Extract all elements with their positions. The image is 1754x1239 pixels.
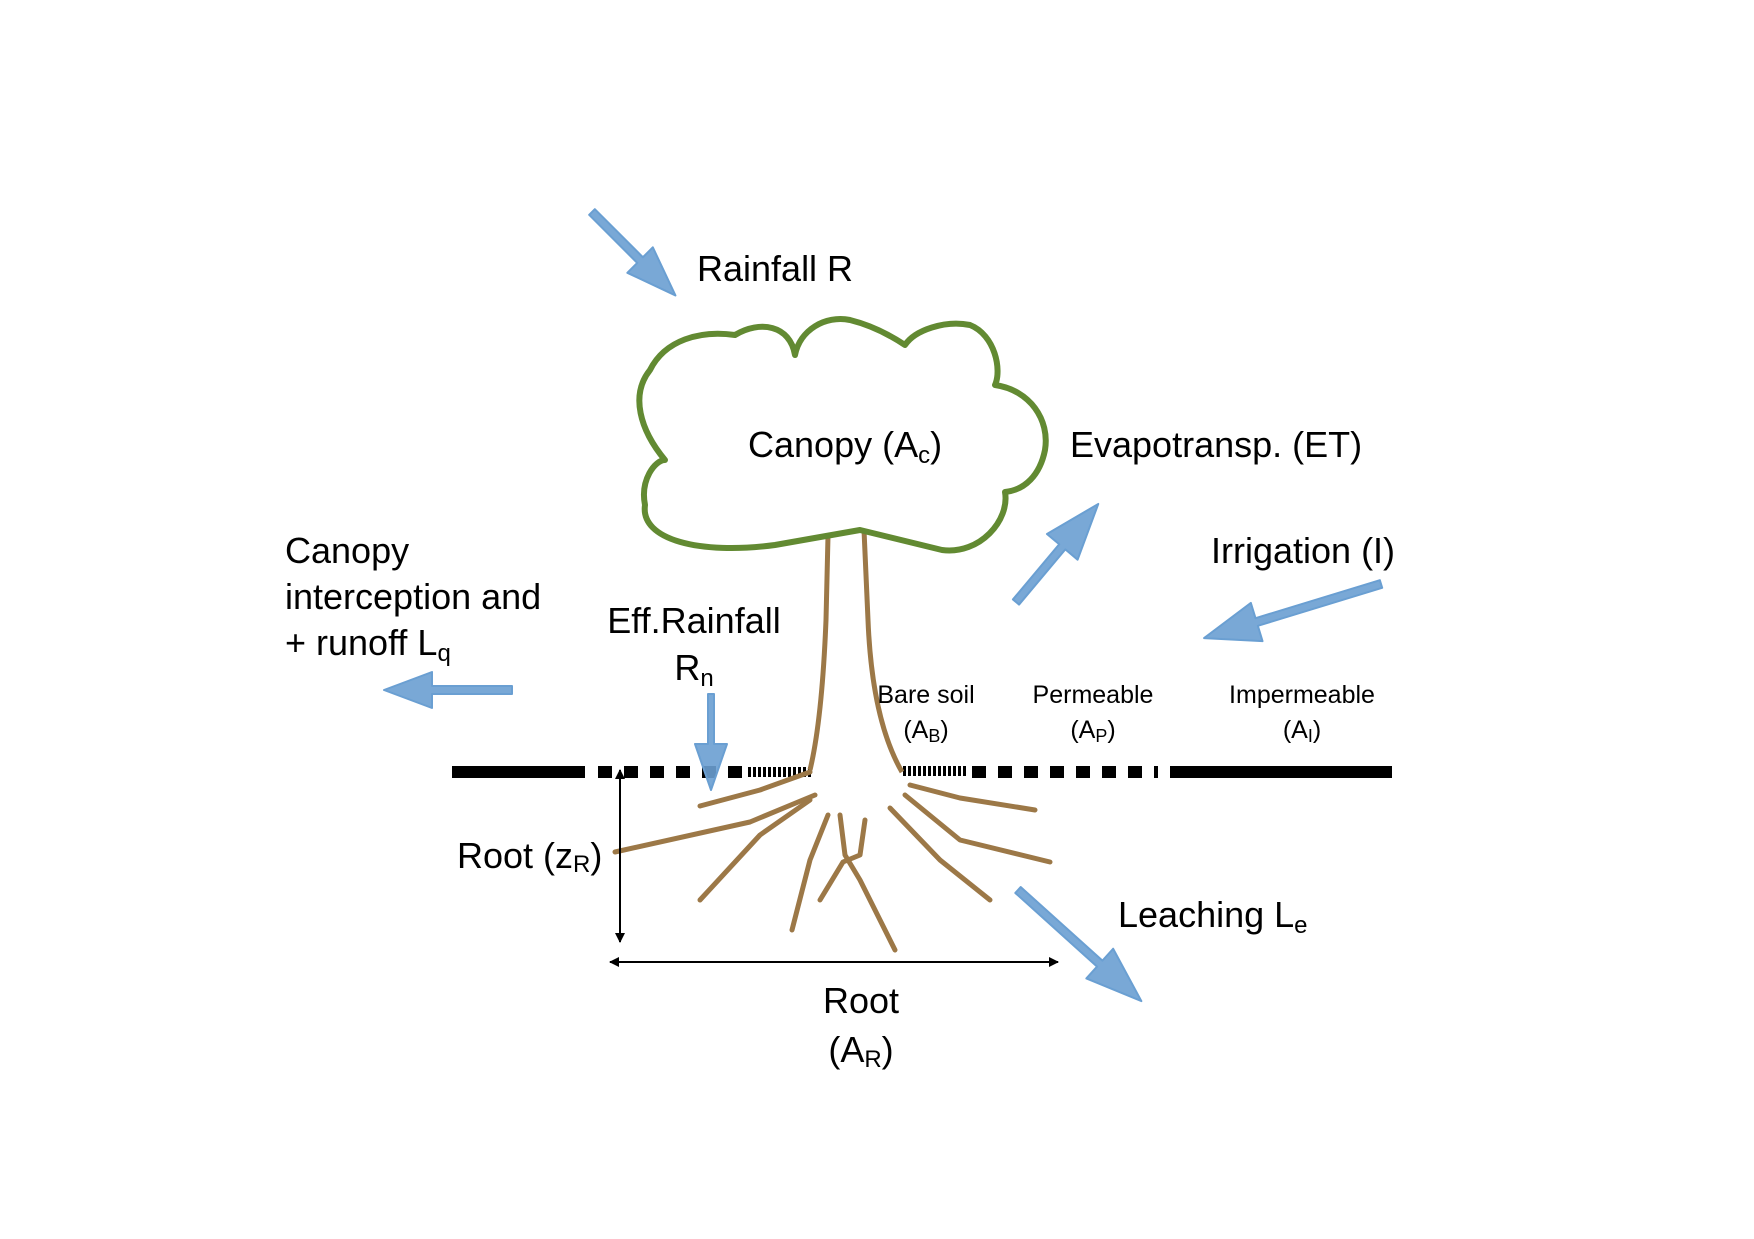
svg-text:Rn: Rn [674, 647, 713, 692]
ground-surface [452, 766, 1392, 778]
evapotranspiration-label: Evapotransp. (ET) [1070, 424, 1362, 465]
irrigation-arrow [1203, 579, 1384, 643]
root-depth-label: Root (zR) [457, 835, 602, 878]
svg-text:Impermeable: Impermeable [1229, 681, 1375, 709]
tree-trunk [807, 529, 905, 774]
interception-runoff-arrow [383, 671, 513, 709]
svg-text:Permeable: Permeable [1033, 681, 1154, 709]
rainfall-arrow [588, 208, 677, 297]
svg-text:Root: Root [823, 980, 899, 1021]
svg-text:Canopy: Canopy [285, 530, 409, 571]
svg-text:(AI): (AI) [1283, 716, 1321, 746]
svg-text:Bare soil: Bare soil [877, 681, 974, 709]
bare-soil-label: Bare soil (AB) [877, 681, 974, 746]
svg-text:(AR): (AR) [828, 1029, 893, 1073]
tree-canopy [636, 316, 1049, 554]
effective-rainfall-label: Eff.Rainfall Rn [607, 600, 780, 692]
svg-text:Eff.Rainfall: Eff.Rainfall [607, 600, 780, 641]
impermeable-label: Impermeable (AI) [1229, 681, 1375, 746]
effective-rainfall-arrow [694, 693, 728, 791]
evapotranspiration-arrow [1011, 502, 1100, 606]
tree-roots [612, 769, 1053, 953]
permeable-label: Permeable (AP) [1033, 681, 1154, 746]
svg-text:(AB): (AB) [903, 716, 948, 746]
rainfall-label: Rainfall R [697, 248, 853, 289]
canopy-label: Canopy (Ac) [748, 424, 942, 469]
svg-text:(AP): (AP) [1070, 716, 1115, 746]
interception-label: Canopy interception and + runoff Lq [285, 530, 541, 667]
root-area-label: Root (AR) [823, 980, 899, 1073]
leaching-arrow [1014, 886, 1143, 1003]
svg-text:+ runoff Lq: + runoff Lq [285, 622, 451, 667]
svg-text:interception and: interception and [285, 576, 541, 617]
irrigation-label: Irrigation (I) [1211, 530, 1395, 571]
leaching-label: Leaching Le [1118, 894, 1308, 939]
